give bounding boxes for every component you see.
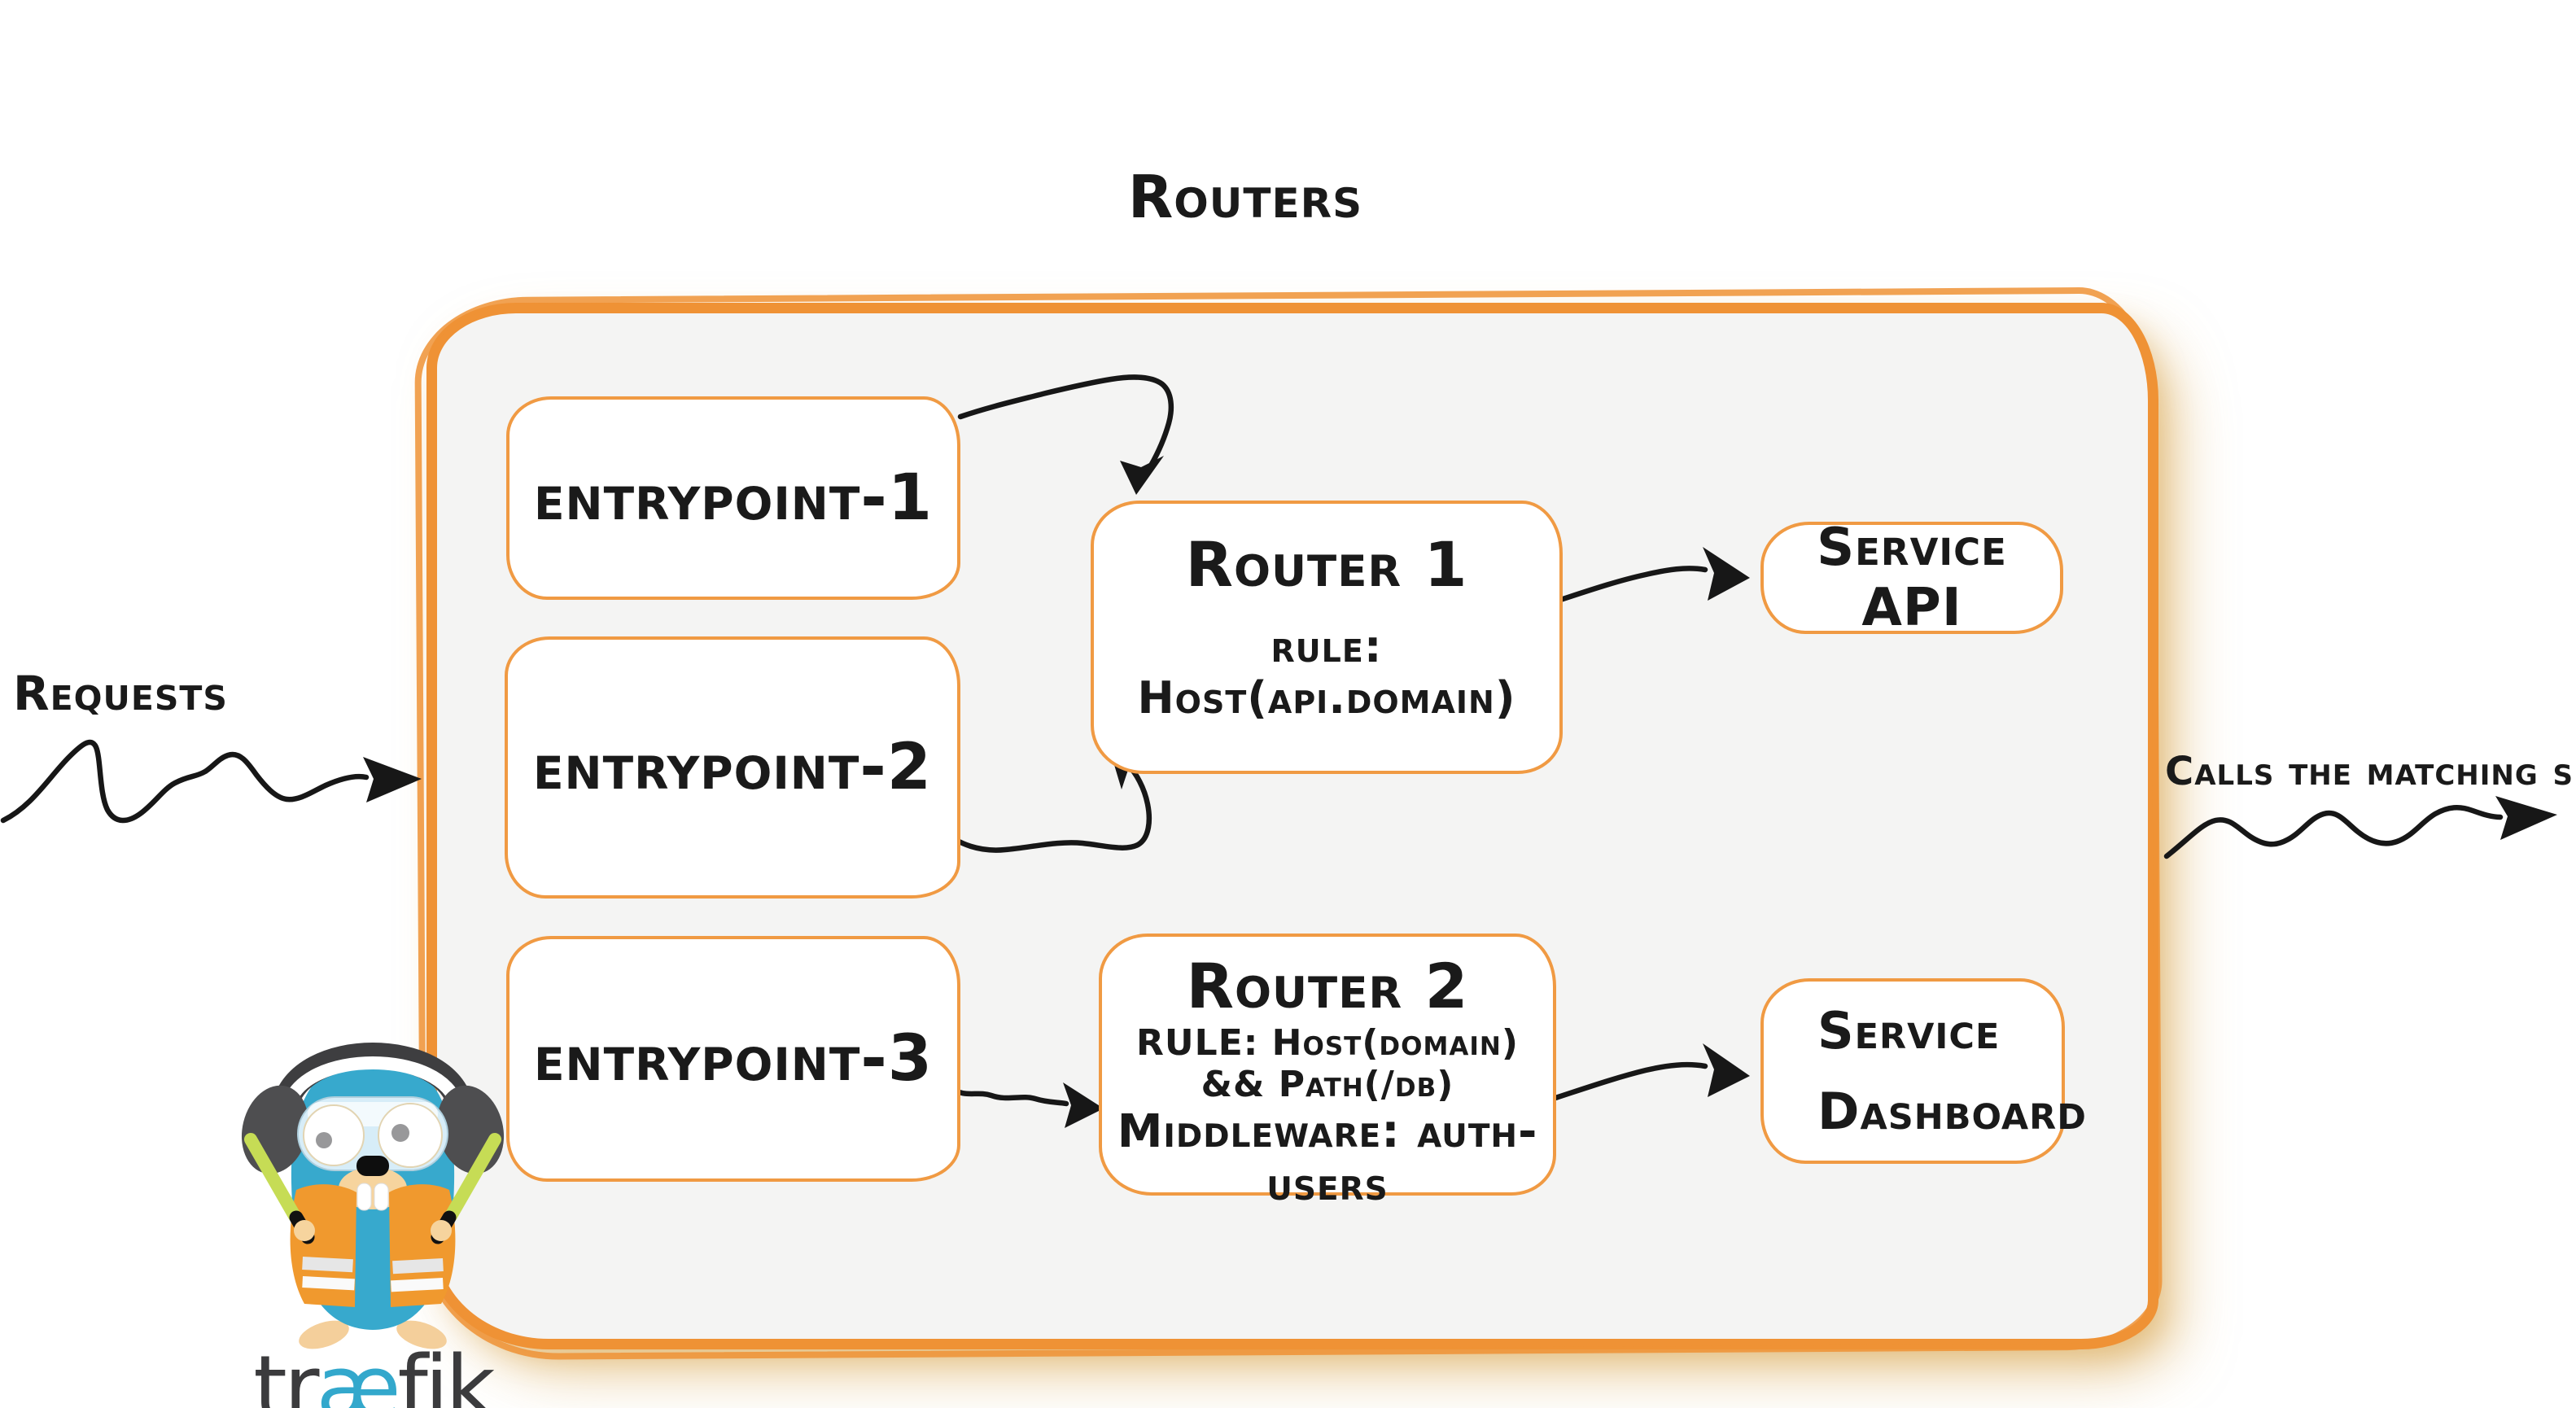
entrypoint-3-box: entrypoint-3: [506, 936, 960, 1182]
entrypoint-1-label: entrypoint-1: [533, 461, 933, 535]
calls-arrow: [2163, 796, 2557, 859]
service-dashboard-label-line1: Service: [1817, 1001, 2001, 1060]
entrypoint-3-label: entrypoint-3: [533, 1022, 933, 1095]
router-1-box: Router 1 rule: Host(api.domain): [1091, 501, 1563, 774]
traefik-wordmark: træfik: [226, 1345, 519, 1408]
requests-label: Requests: [13, 666, 228, 721]
service-api-box: Service API: [1760, 518, 2063, 638]
entrypoint-2-label: entrypoint-2: [532, 731, 932, 804]
router-2-box: Router 2 RULE: Host(domain) && Path(/db)…: [1099, 934, 1556, 1211]
wordmark-fik: fik: [397, 1337, 496, 1408]
service-api-label: Service API: [1817, 518, 2007, 638]
router-2-title: Router 2: [1186, 950, 1469, 1022]
router-2-rule: RULE: Host(domain) && Path(/db): [1136, 1022, 1519, 1105]
router-1-title: Router 1: [1185, 528, 1468, 601]
router-2-middleware: Middleware: auth-users: [1117, 1105, 1538, 1211]
wordmark-ae: æ: [316, 1337, 400, 1408]
entrypoint-1-box: entrypoint-1: [506, 396, 960, 600]
calls-label: Calls the matching server: [2165, 749, 2576, 794]
traefik-logo: træfik: [226, 1016, 519, 1408]
service-dashboard-box: Service Dashboard: [1760, 978, 2086, 1164]
entrypoint-2-box: entrypoint-2: [505, 636, 960, 899]
page-title: Routers: [1127, 163, 1363, 231]
router-1-rule: rule: Host(api.domain): [1137, 621, 1516, 724]
wordmark-tr: tr: [253, 1337, 319, 1408]
traefik-gopher-icon: [241, 1043, 505, 1349]
service-dashboard-label-line2: Dashboard: [1817, 1082, 2087, 1141]
requests-arrow: [0, 739, 422, 824]
